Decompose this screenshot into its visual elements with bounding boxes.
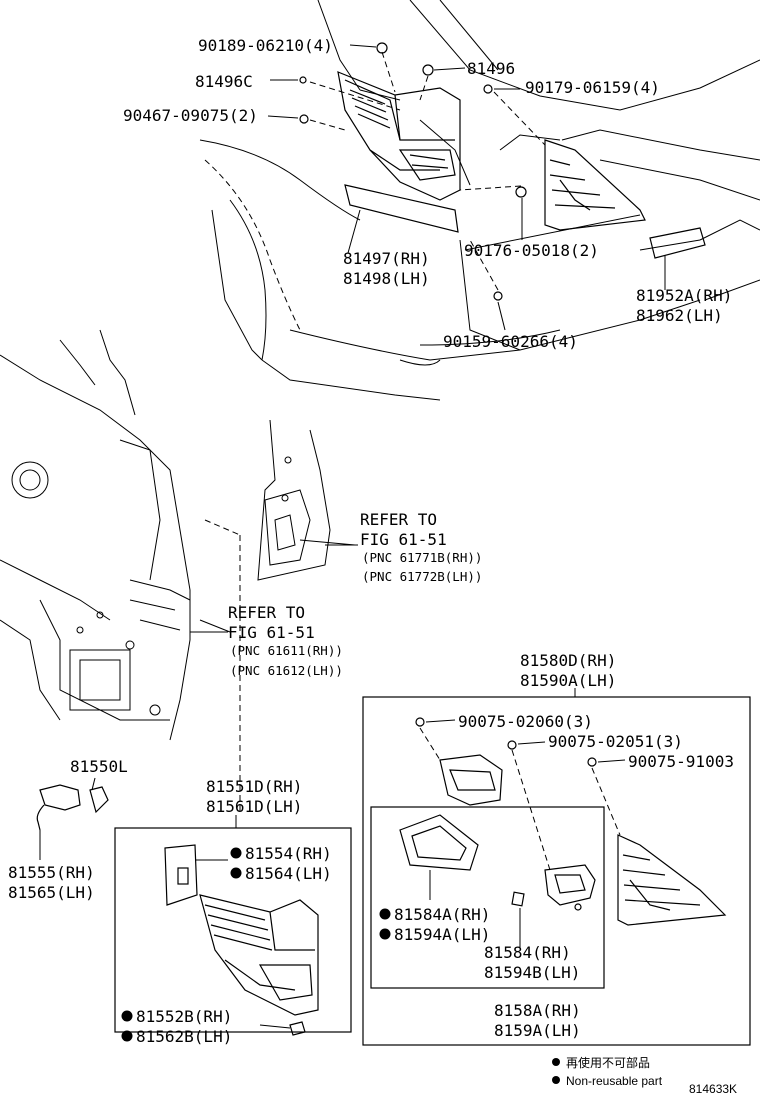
label-pnc-61772b: (PNC 61772B(LH)) bbox=[362, 569, 482, 584]
label-81590a: 81590A(LH) bbox=[520, 671, 616, 690]
label-81564: 81564(LH) bbox=[245, 864, 332, 883]
label-90075-02051: 90075-02051(3) bbox=[548, 732, 683, 751]
non-reusable-bullet bbox=[379, 908, 391, 920]
reflector-81952a bbox=[649, 227, 706, 259]
label-81497: 81497(RH) bbox=[343, 249, 430, 268]
label-81554: 81554(RH) bbox=[245, 844, 332, 863]
label-fig-1: FIG 61-51 bbox=[360, 530, 447, 549]
non-reusable-bullet bbox=[379, 928, 391, 940]
non-reusable-bullet bbox=[230, 847, 242, 859]
label-90179: 90179-06159(4) bbox=[525, 78, 660, 97]
non-reusable-bullet bbox=[230, 867, 242, 879]
label-pnc-61771b: (PNC 61771B(RH)) bbox=[362, 550, 482, 565]
lamp-81551d bbox=[199, 894, 319, 1016]
reflector-81497 bbox=[344, 184, 459, 233]
label-81584a: 81584A(RH) bbox=[394, 905, 490, 924]
bulb-socket-81550l bbox=[36, 777, 109, 860]
box-81580d bbox=[362, 696, 751, 1046]
gasket-81584a bbox=[399, 814, 479, 871]
label-81555: 81555(RH) bbox=[8, 863, 95, 882]
label-81565: 81565(LH) bbox=[8, 883, 95, 902]
legend-bullet bbox=[552, 1058, 560, 1066]
label-81952a: 81952A(RH) bbox=[636, 286, 732, 305]
label-81551d: 81551D(RH) bbox=[206, 777, 302, 796]
non-reusable-bullet bbox=[121, 1030, 133, 1042]
label-8159a: 8159A(LH) bbox=[494, 1021, 581, 1040]
quarter-panel-outline bbox=[0, 329, 231, 741]
label-81594a: 81594A(LH) bbox=[394, 925, 490, 944]
label-81584: 81584(RH) bbox=[484, 943, 571, 962]
label-81496c: 81496C bbox=[195, 72, 253, 91]
side-lamp-upper-right bbox=[544, 139, 646, 231]
label-90176: 90176-05018(2) bbox=[464, 241, 599, 260]
socket-bracket bbox=[439, 754, 596, 906]
label-81580d: 81580D(RH) bbox=[520, 651, 616, 670]
label-81550l: 81550L bbox=[70, 757, 128, 776]
box-81551d bbox=[114, 827, 352, 1033]
leader-lines-upper bbox=[267, 44, 666, 331]
label-90189: 90189-06210(4) bbox=[198, 36, 333, 55]
gasket-81554 bbox=[164, 844, 198, 906]
label-fig-2: FIG 61-51 bbox=[228, 623, 315, 642]
label-refer-to-1: REFER TO bbox=[360, 510, 437, 529]
fasteners-upper bbox=[299, 42, 527, 301]
legend-text-zh: 再使用不可部品 bbox=[566, 1055, 650, 1070]
box-81584 bbox=[370, 806, 605, 989]
label-81562b: 81562B(LH) bbox=[136, 1027, 232, 1046]
label-90075-02060: 90075-02060(3) bbox=[458, 712, 593, 731]
label-90467: 90467-09075(2) bbox=[123, 106, 258, 125]
non-reusable-bullet bbox=[121, 1010, 133, 1022]
legend-text-en: Non-reusable part bbox=[566, 1074, 663, 1088]
label-81552b: 81552B(RH) bbox=[136, 1007, 232, 1026]
label-81561d: 81561D(LH) bbox=[206, 797, 302, 816]
label-refer-to-2: REFER TO bbox=[228, 603, 305, 622]
label-90159: 90159-60266(4) bbox=[443, 332, 578, 351]
rear-lamp-upper bbox=[337, 71, 461, 201]
label-81962: 81962(LH) bbox=[636, 306, 723, 325]
clip-81552b bbox=[289, 1021, 306, 1036]
label-81498: 81498(LH) bbox=[343, 269, 430, 288]
clip-81584 bbox=[511, 891, 525, 907]
label-90075-91003: 90075-91003 bbox=[628, 752, 734, 771]
label-pnc-61612: (PNC 61612(LH)) bbox=[230, 663, 343, 678]
figure-id: 814633K bbox=[689, 1082, 737, 1096]
label-pnc-61611: (PNC 61611(RH)) bbox=[230, 643, 343, 658]
vehicle-body-outline bbox=[199, 0, 760, 401]
label-81594b: 81594B(LH) bbox=[484, 963, 580, 982]
pillar-panel bbox=[204, 419, 356, 815]
label-81496: 81496 bbox=[467, 59, 515, 78]
label-8158a: 8158A(RH) bbox=[494, 1001, 581, 1020]
lamp-81580d-right bbox=[617, 834, 727, 926]
legend-bullet bbox=[552, 1076, 560, 1084]
